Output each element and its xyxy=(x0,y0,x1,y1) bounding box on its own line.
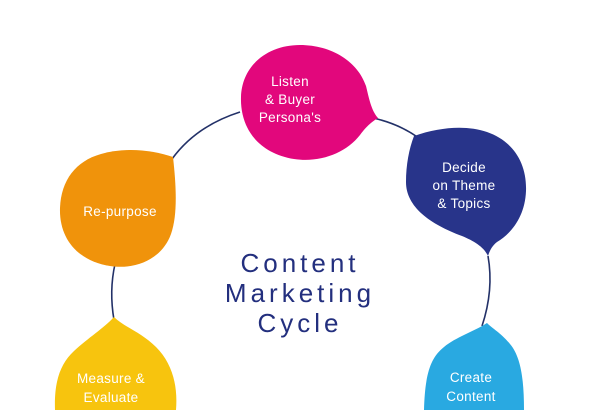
connector-repurpose-measure xyxy=(110,263,116,321)
node-decide-label: Decide on Theme & Topics xyxy=(432,160,496,211)
node-repurpose-label: Re-purpose xyxy=(83,204,157,219)
node-listen-shape xyxy=(240,45,378,160)
node-listen-label: Listen & Buyer Persona's xyxy=(258,74,322,125)
diagram-title: Content Marketing Cycle xyxy=(224,248,376,338)
node-measure-shape xyxy=(54,317,177,410)
connector-listen-decide xyxy=(372,117,421,140)
node-create-label: Create Content xyxy=(446,370,496,404)
node-measure-label: Measure & Evaluate xyxy=(77,371,145,405)
connector-decide-create xyxy=(481,255,491,327)
node-repurpose-shape xyxy=(59,150,176,267)
connector-repurpose-listen xyxy=(171,111,241,160)
node-create-shape xyxy=(424,323,524,410)
node-decide-shape xyxy=(406,127,527,256)
